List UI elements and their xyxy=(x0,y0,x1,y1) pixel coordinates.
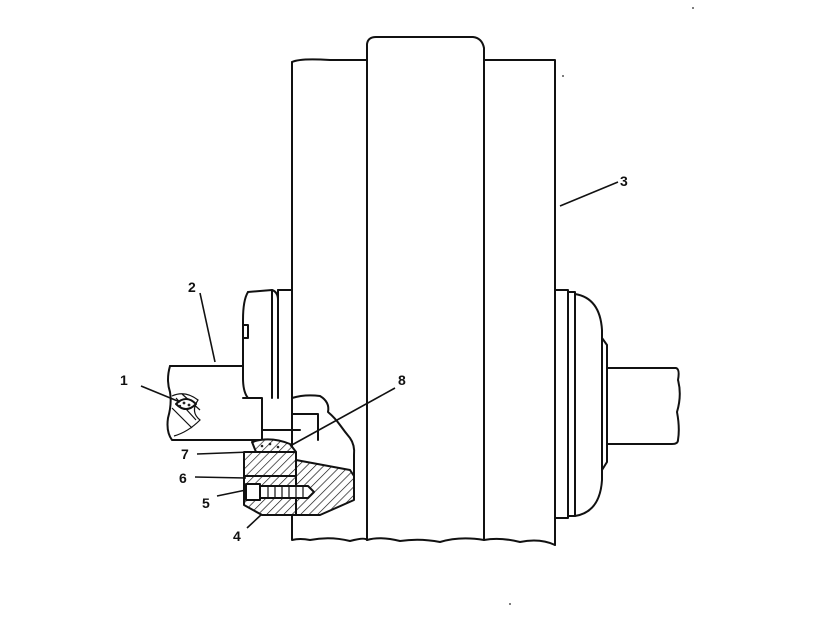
callout-4: 4 xyxy=(233,528,241,544)
retainer-7 xyxy=(243,451,297,477)
seal-8 xyxy=(251,438,297,453)
left-collar xyxy=(242,289,293,399)
leader-lines xyxy=(140,181,619,529)
idler-wheel xyxy=(291,36,556,546)
cutaway-section xyxy=(243,394,356,516)
callout-7: 7 xyxy=(181,446,189,462)
callout-1: 1 xyxy=(120,372,128,388)
right-shaft-assembly xyxy=(554,289,681,519)
callout-3: 3 xyxy=(620,173,628,189)
seal-1 xyxy=(175,398,197,410)
callout-8: 8 xyxy=(398,372,406,388)
callout-labels: 1 2 3 4 5 6 7 8 xyxy=(120,173,628,544)
callout-2: 2 xyxy=(188,279,196,295)
callout-5: 5 xyxy=(202,495,210,511)
bolt-shank-5 xyxy=(259,485,315,499)
left-shaft xyxy=(166,365,263,441)
bolt-head-5 xyxy=(245,483,261,501)
callout-6: 6 xyxy=(179,470,187,486)
